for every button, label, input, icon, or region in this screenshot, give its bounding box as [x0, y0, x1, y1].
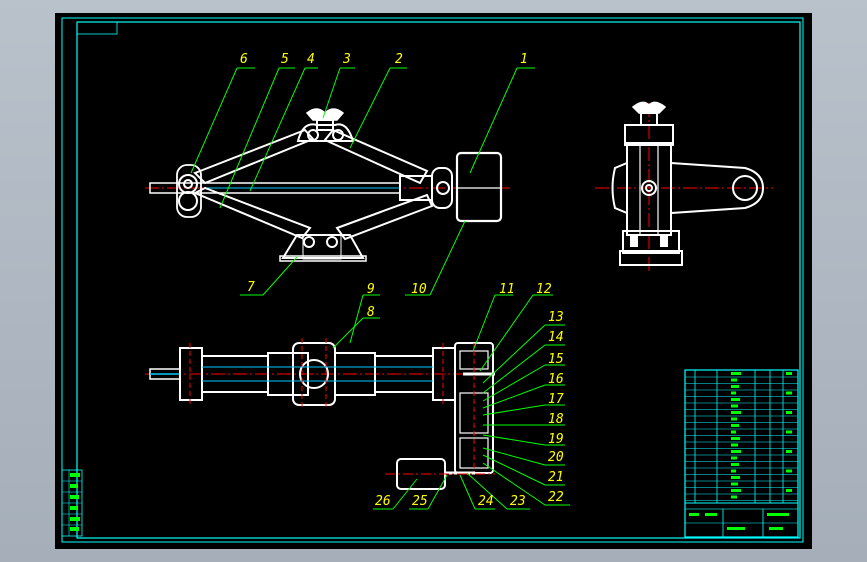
leader-line — [482, 447, 546, 466]
leader-line — [427, 474, 448, 510]
lower-right-arm — [335, 193, 434, 241]
base — [281, 234, 365, 259]
part-label-25: 25 — [412, 494, 428, 509]
lower-left-arm — [192, 186, 312, 240]
part-label-16: 16 — [548, 372, 564, 387]
leader-line — [190, 67, 238, 174]
leader-line — [482, 384, 546, 409]
leader-line — [349, 294, 364, 344]
part-label-14: 14 — [548, 330, 564, 345]
part-label-11: 11 — [499, 282, 515, 297]
part-label-15: 15 — [548, 352, 564, 367]
section-view — [145, 338, 495, 490]
part-label-9: 9 — [367, 282, 375, 297]
upper-left-arm — [193, 128, 315, 185]
leader-line — [349, 67, 391, 149]
leader-line — [472, 294, 496, 352]
front-view — [145, 108, 510, 262]
leader-line — [332, 317, 364, 349]
part-label-21: 21 — [548, 470, 564, 485]
left-pivot — [178, 174, 198, 194]
leader-line — [466, 472, 508, 510]
part-label-5: 5 — [281, 52, 289, 67]
part-label-3: 3 — [342, 52, 351, 67]
side-view — [595, 101, 773, 273]
corner-code-box — [76, 21, 118, 35]
part-label-23: 23 — [510, 494, 526, 509]
part-label-10: 10 — [411, 282, 427, 297]
left-margin-block — [61, 469, 83, 537]
part-label-24: 24 — [478, 494, 494, 509]
outer-frame — [61, 17, 804, 543]
leader-line — [469, 67, 518, 174]
leader-line — [459, 474, 476, 510]
part-label-1: 1 — [520, 52, 528, 67]
part-label-6: 6 — [240, 52, 248, 67]
cad-canvas: 1234567891011121314151617181920212223242… — [61, 17, 804, 543]
part-label-20: 20 — [548, 450, 564, 465]
leader-line — [482, 364, 546, 402]
part-label-19: 19 — [548, 432, 564, 447]
part-label-7: 7 — [247, 280, 255, 295]
leader-line — [482, 404, 546, 416]
top-saddle — [296, 123, 355, 142]
part-label-22: 22 — [548, 490, 564, 505]
leader-line — [482, 462, 546, 506]
side-handle-arm — [670, 161, 765, 215]
part-label-13: 13 — [548, 310, 564, 325]
part-label-18: 18 — [548, 412, 564, 427]
part-label-8: 8 — [367, 305, 375, 320]
leader-line — [249, 67, 306, 192]
leader-line — [482, 454, 546, 486]
leader-line — [482, 434, 546, 446]
leader-line — [219, 67, 280, 209]
part-label-4: 4 — [307, 52, 315, 67]
upper-right-arm — [323, 128, 429, 185]
leader-line — [482, 324, 546, 384]
leader-line — [479, 294, 534, 372]
leader-line — [429, 220, 466, 296]
part-label-12: 12 — [536, 282, 552, 297]
leader-lines — [190, 67, 570, 510]
part-label-17: 17 — [548, 392, 564, 407]
part-label-26: 26 — [375, 494, 391, 509]
inner-frame — [76, 21, 801, 539]
leader-line — [392, 478, 418, 510]
crank-handle — [455, 151, 503, 223]
leader-line — [322, 67, 341, 119]
leader-line — [482, 344, 546, 394]
leader-line — [262, 256, 298, 296]
saddle-cap — [305, 108, 345, 121]
title-block — [684, 369, 799, 538]
part-label-2: 2 — [395, 52, 403, 67]
